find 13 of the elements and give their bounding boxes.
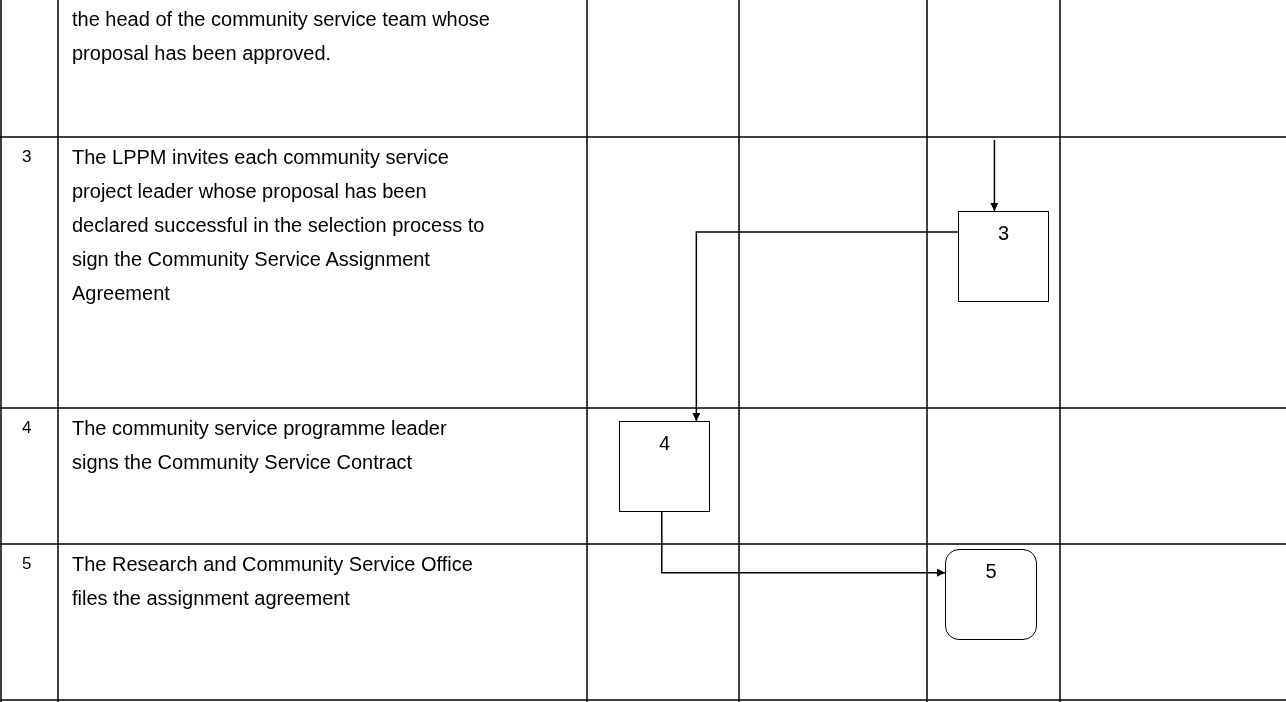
step-number: 3 [22, 146, 32, 168]
step-description: The Research and Community Service Office files the assignment agreement [72, 552, 474, 611]
arrow [990, 139, 999, 212]
step-number: 5 [22, 553, 32, 575]
process-box: 3 [958, 211, 1049, 302]
arrow [692, 231, 959, 422]
step-description: The LPPM invites each community service project leader whose proposal has been declared successful in the selection process to sign the Community Service Assignment Agreement [72, 145, 486, 306]
terminal-box: 5 [945, 549, 1037, 640]
process-box: 4 [619, 421, 710, 512]
step-description: The community service programme leader signs the Community Service Contract [72, 416, 448, 475]
step-number: 4 [22, 417, 32, 439]
step-description: the head of the community service team whose proposal has been approved. [72, 7, 491, 66]
arrow [661, 511, 946, 577]
